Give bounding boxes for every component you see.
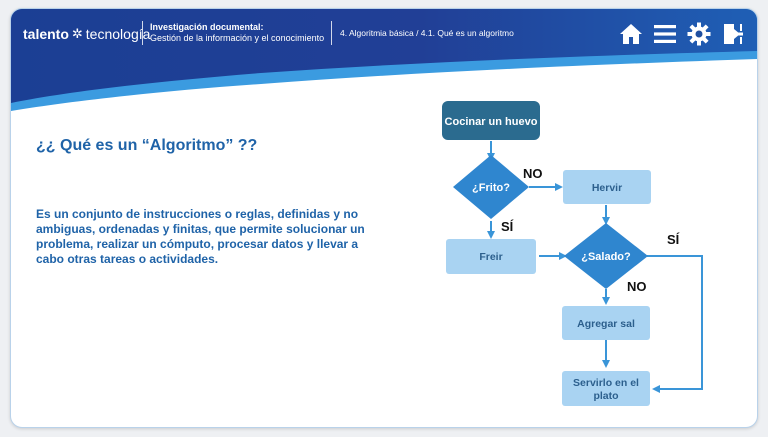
node-hervir-label: Hervir xyxy=(592,182,622,194)
brand-logo: talento ✲ tecnología xyxy=(23,26,150,42)
header-divider xyxy=(331,21,332,45)
header-divider xyxy=(142,21,143,45)
node-start xyxy=(442,101,540,140)
home-icon[interactable] xyxy=(619,22,643,46)
node-start-label: Cocinar un huevo xyxy=(445,116,538,128)
node-q1 xyxy=(453,155,529,219)
node-q2 xyxy=(564,223,648,289)
brand-mark-icon: ✲ xyxy=(71,26,83,41)
page-title: ¿¿ Qué es un “Algoritmo” ?? xyxy=(36,137,258,154)
exit-icon[interactable] xyxy=(721,22,745,46)
node-servir xyxy=(562,371,650,406)
node-hervir xyxy=(563,170,651,204)
node-servir-label-1: Servirlo en el xyxy=(573,377,639,389)
course-title-line1: Investigación documental: xyxy=(150,22,264,32)
header-banner xyxy=(11,9,757,111)
brand-part2: tecnología xyxy=(85,26,151,42)
brand-part1: talento xyxy=(23,26,69,42)
header-toolbar xyxy=(619,22,745,46)
algorithm-flowchart: Cocinar un huevo ¿Frito? Hervir Freir ¿S… xyxy=(442,101,703,406)
label-no-1: NO xyxy=(523,166,543,181)
menu-icon[interactable] xyxy=(653,22,677,46)
node-agregar xyxy=(562,306,650,340)
connector-q2-servir xyxy=(647,255,703,393)
node-q1-label: ¿Frito? xyxy=(472,182,510,194)
node-freir-label: Freir xyxy=(479,251,502,263)
node-q2-label: ¿Salado? xyxy=(581,251,631,263)
course-title-line2: Gestión de la información y el conocimie… xyxy=(150,33,325,43)
content-card: talento ✲ tecnología Investigación docum… xyxy=(10,8,758,428)
breadcrumb: 4. Algoritmia básica / 4.1. Qué es un al… xyxy=(340,28,514,38)
label-si-1: SÍ xyxy=(501,219,514,234)
node-servir-label-2: plato xyxy=(593,390,618,402)
gear-icon[interactable] xyxy=(687,22,711,46)
course-title: Investigación documental: Gestión de la … xyxy=(150,22,324,44)
node-agregar-label: Agregar sal xyxy=(577,318,635,330)
label-no-2: NO xyxy=(627,279,647,294)
definition-text: Es un conjunto de instrucciones o reglas… xyxy=(36,207,365,266)
label-si-2: SÍ xyxy=(667,232,680,247)
node-freir xyxy=(446,239,536,274)
